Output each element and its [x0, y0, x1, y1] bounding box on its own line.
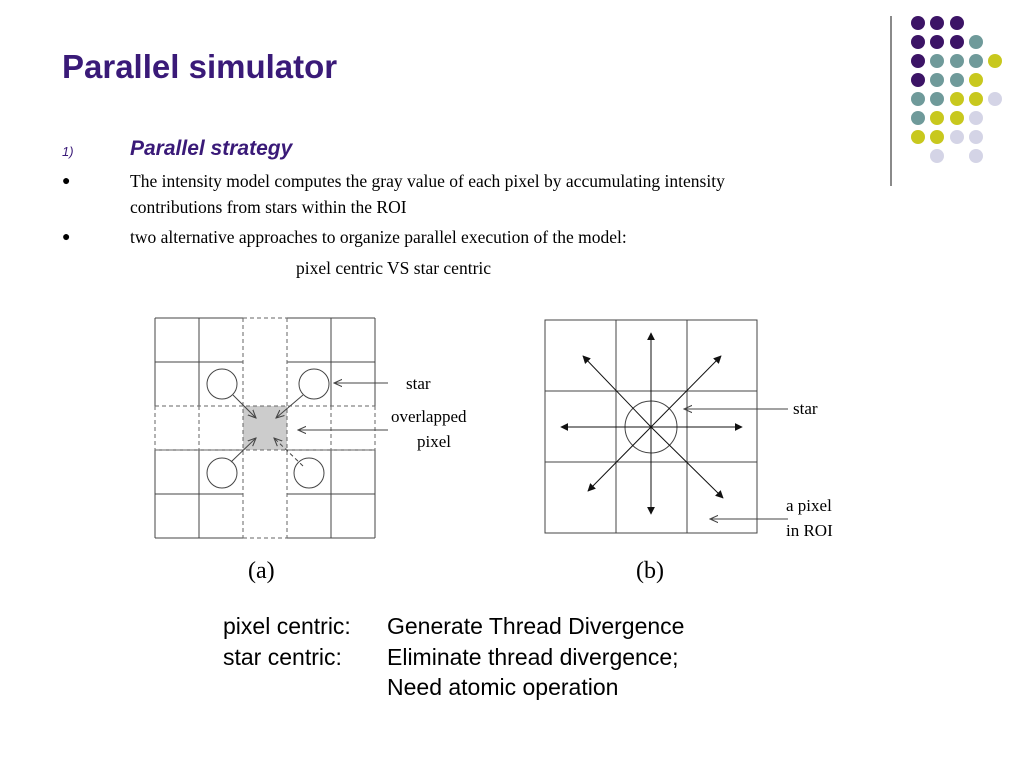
star-circle	[298, 368, 330, 400]
slide-title: Parallel simulator	[62, 48, 338, 85]
figure-a: star overlapped pixel	[154, 317, 467, 539]
contribution-arrow	[232, 394, 256, 418]
radiating-arrow	[582, 355, 652, 428]
star-centric-label: star centric:	[223, 644, 342, 670]
pixel-centric-label: pixel centric:	[223, 613, 351, 639]
label-in-roi: in ROI	[786, 521, 833, 540]
bullet-marker: ●	[62, 174, 71, 189]
section-number: 1)	[62, 144, 74, 159]
caption-a: (a)	[248, 558, 275, 584]
decorative-vertical-line	[890, 16, 892, 186]
caption-b: (b)	[636, 558, 664, 584]
label-overlapped-pixel: pixel	[417, 432, 451, 451]
overlapped-pixel-cell	[243, 406, 287, 450]
radiating-arrow	[587, 426, 652, 492]
star-circle	[206, 368, 238, 400]
label-a-pixel: a pixel	[786, 496, 832, 515]
star-centric-value-2: Need atomic operation	[387, 674, 619, 700]
bullet-text-line: contributions from stars within the ROI	[130, 197, 407, 217]
section-title: Parallel strategy	[130, 137, 293, 160]
pixel-centric-value: Generate Thread Divergence	[387, 613, 685, 639]
star-centric-value: Eliminate thread divergence;	[387, 644, 679, 670]
contribution-arrow	[230, 438, 256, 463]
label-star-b: star	[793, 399, 818, 418]
star-circle	[206, 457, 238, 489]
approaches-subtext: pixel centric VS star centric	[296, 258, 492, 278]
bullet-text-line: The intensity model computes the gray va…	[130, 171, 725, 191]
contribution-arrow	[276, 394, 304, 418]
label-star-a: star	[406, 374, 431, 393]
radiating-arrow	[650, 426, 724, 499]
radiating-arrow	[650, 355, 722, 428]
bullet-marker: ●	[62, 230, 71, 245]
bullet-text-line: two alternative approaches to organize p…	[130, 227, 627, 247]
label-overlapped: overlapped	[391, 407, 467, 426]
star-circle	[293, 457, 325, 489]
figure-b: star a pixel in ROI	[544, 319, 833, 540]
